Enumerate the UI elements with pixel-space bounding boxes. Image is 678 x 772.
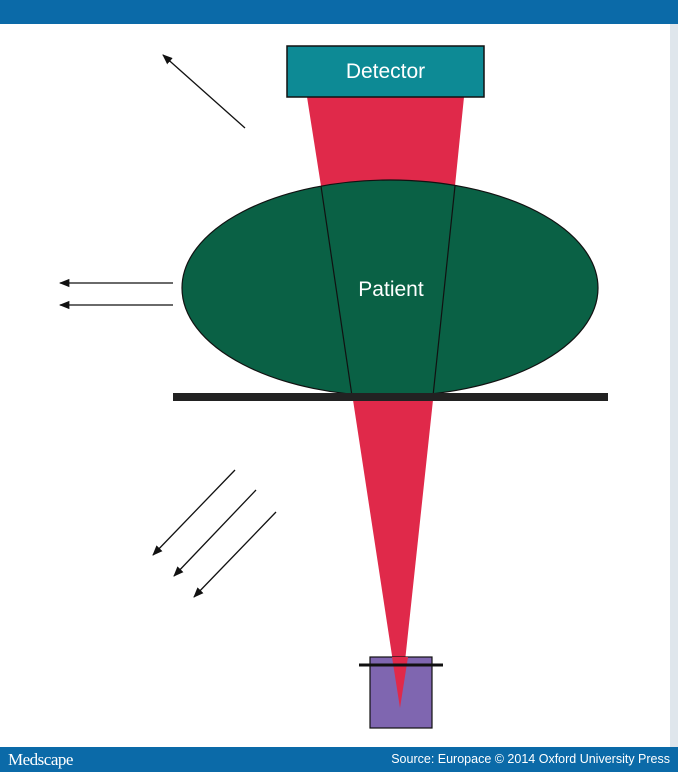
beam-in-source	[392, 657, 408, 708]
medscape-logo: Medscape	[8, 750, 73, 769]
scatter-arrow-lower-left-2	[173, 489, 257, 577]
beam-upper	[307, 97, 464, 186]
patient-label: Patient	[358, 278, 424, 301]
side-strip	[670, 24, 678, 747]
scatter-arrow-upper-left	[162, 54, 246, 129]
patient-table	[173, 393, 608, 401]
beam-lower	[353, 400, 433, 708]
beam-edge-right	[432, 185, 456, 397]
footer-bar: Medscape Source: Europace © 2014 Oxford …	[0, 747, 678, 772]
source-credit: Source: Europace © 2014 Oxford Universit…	[391, 752, 670, 766]
beam-edge-left	[320, 185, 353, 397]
header-bar	[0, 0, 678, 24]
scatter-arrow-lower-left-3	[193, 511, 277, 598]
xray-scatter-diagram: Detector Patient	[58, 45, 608, 729]
detector-box	[286, 45, 485, 98]
detector-label: Detector	[346, 60, 425, 83]
scatter-arrow-lower-left-1	[152, 469, 236, 556]
